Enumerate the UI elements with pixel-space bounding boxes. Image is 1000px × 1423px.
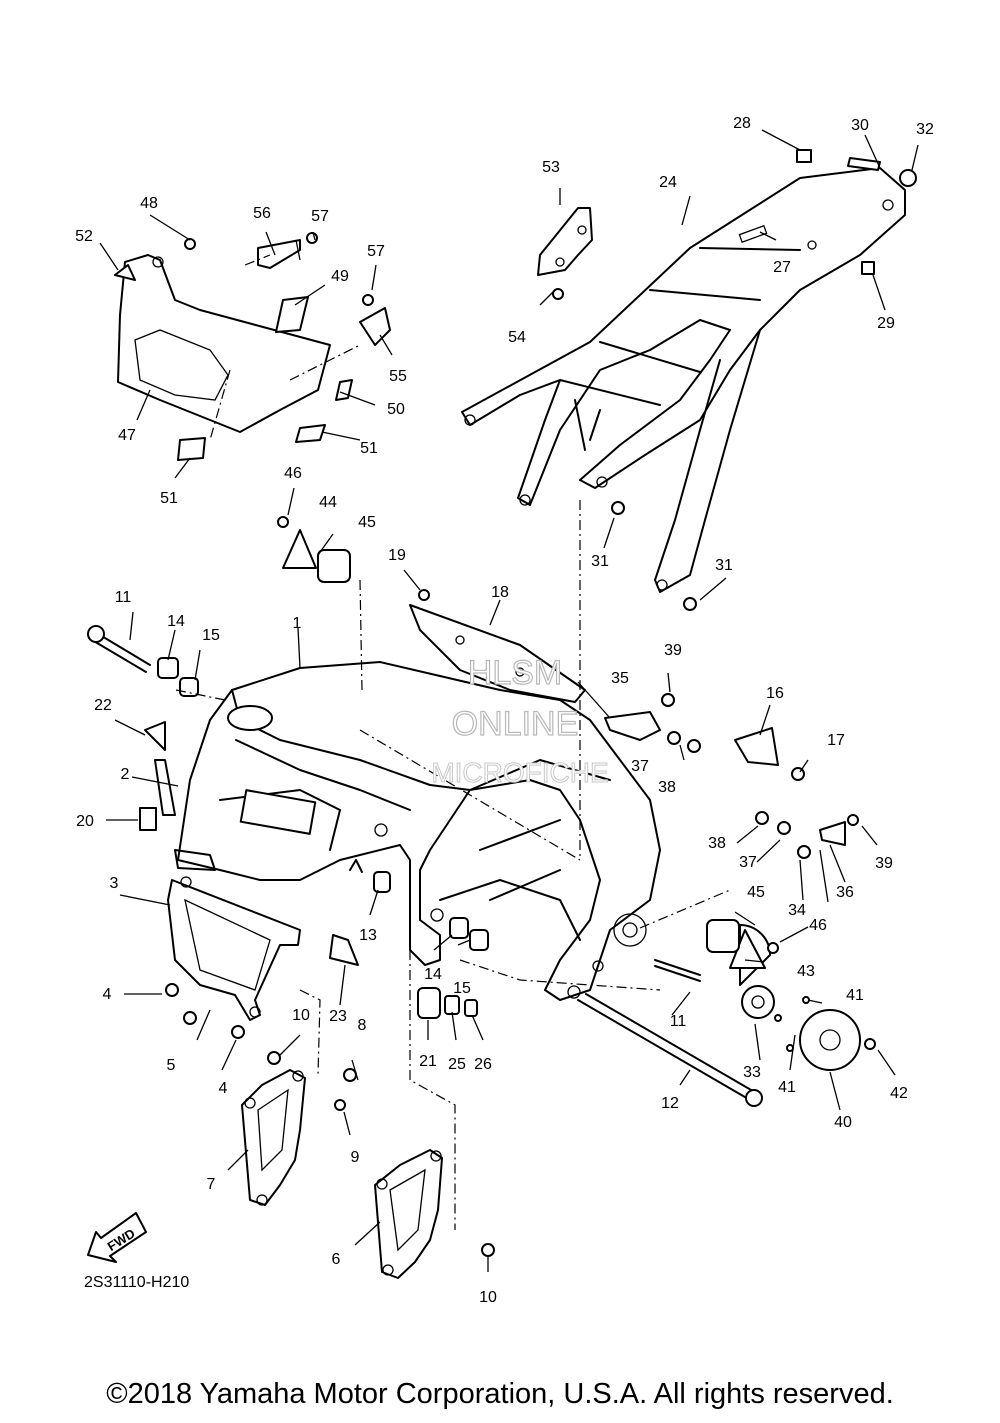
callout-10: 10 bbox=[292, 1007, 310, 1024]
callout-7: 7 bbox=[207, 1176, 216, 1193]
callout-13: 13 bbox=[359, 927, 377, 944]
callout-6: 6 bbox=[332, 1251, 341, 1268]
callout-14: 14 bbox=[167, 613, 185, 630]
callout-18: 18 bbox=[491, 584, 509, 601]
callout-44: 44 bbox=[319, 494, 337, 511]
callout-53: 53 bbox=[542, 159, 560, 176]
assembly-lines bbox=[175, 254, 731, 1230]
callout-31: 31 bbox=[715, 557, 733, 574]
callout-26: 26 bbox=[474, 1056, 492, 1073]
callout-14: 14 bbox=[424, 966, 442, 983]
callout-20: 20 bbox=[76, 813, 94, 830]
callout-17: 17 bbox=[827, 732, 845, 749]
callout-5: 5 bbox=[167, 1057, 176, 1074]
callout-30: 30 bbox=[851, 117, 869, 134]
leader-lines bbox=[99, 129, 919, 1272]
callout-54: 54 bbox=[508, 329, 526, 346]
cover-47[interactable] bbox=[117, 254, 331, 433]
rear-bracket-53[interactable] bbox=[537, 207, 593, 276]
callout-56: 56 bbox=[253, 205, 271, 222]
callout-32: 32 bbox=[916, 121, 934, 138]
callout-33: 33 bbox=[743, 1064, 761, 1081]
callout-19: 19 bbox=[388, 547, 406, 564]
plate-18[interactable] bbox=[409, 604, 586, 703]
callout-1: 1 bbox=[293, 615, 302, 632]
callout-31: 31 bbox=[591, 553, 609, 570]
callout-21: 21 bbox=[419, 1053, 437, 1070]
callout-45: 45 bbox=[747, 884, 765, 901]
callout-36: 36 bbox=[836, 884, 854, 901]
rear-subframe[interactable] bbox=[461, 167, 906, 593]
diagram-part-code: 2S31110-H210 bbox=[84, 1274, 189, 1291]
callout-42: 42 bbox=[890, 1085, 908, 1102]
bracket-6[interactable] bbox=[374, 1149, 443, 1279]
copyright-notice: ©2018 Yamaha Motor Corporation, U.S.A. A… bbox=[106, 1378, 894, 1410]
callout-38: 38 bbox=[658, 779, 676, 796]
callout-labels: 1 2 3 4 4 5 6 7 8 9 10 10 11 11 12 13 14… bbox=[75, 115, 934, 1306]
callout-4: 4 bbox=[103, 986, 112, 1003]
callout-46: 46 bbox=[809, 917, 827, 934]
callout-3: 3 bbox=[110, 875, 119, 892]
callout-46: 46 bbox=[284, 465, 302, 482]
callout-9: 9 bbox=[351, 1149, 360, 1166]
callout-48: 48 bbox=[140, 195, 158, 212]
callout-34: 34 bbox=[788, 902, 806, 919]
callout-49: 49 bbox=[331, 268, 349, 285]
callout-28: 28 bbox=[733, 115, 751, 132]
callout-51: 51 bbox=[160, 490, 178, 507]
svg-text:HLSM: HLSM bbox=[468, 654, 562, 692]
callout-15: 15 bbox=[202, 627, 220, 644]
callout-10: 10 bbox=[479, 1289, 497, 1306]
callout-23: 23 bbox=[329, 1008, 347, 1025]
callout-25: 25 bbox=[448, 1056, 466, 1073]
bracket-7[interactable] bbox=[241, 1069, 306, 1206]
callout-39: 39 bbox=[664, 642, 682, 659]
callout-8: 8 bbox=[358, 1017, 367, 1034]
callout-52: 52 bbox=[75, 228, 93, 245]
callout-47: 47 bbox=[118, 427, 136, 444]
callout-57: 57 bbox=[311, 208, 329, 225]
callout-40: 40 bbox=[834, 1114, 852, 1131]
callout-55: 55 bbox=[389, 368, 407, 385]
callout-29: 29 bbox=[877, 315, 895, 332]
callout-12: 12 bbox=[661, 1095, 679, 1112]
callout-38: 38 bbox=[708, 835, 726, 852]
bracket-3[interactable] bbox=[167, 876, 301, 1021]
callout-37: 37 bbox=[631, 758, 649, 775]
callout-11: 11 bbox=[670, 1013, 687, 1030]
bolts bbox=[165, 232, 876, 1257]
callout-39: 39 bbox=[875, 855, 893, 872]
watermark: HLSM ONLINE MICROFICHE bbox=[431, 653, 609, 788]
callout-43: 43 bbox=[797, 963, 815, 980]
callout-27: 27 bbox=[773, 259, 791, 276]
callout-4: 4 bbox=[219, 1080, 228, 1097]
callout-45: 45 bbox=[358, 514, 376, 531]
callout-15: 15 bbox=[453, 980, 471, 997]
callout-41: 41 bbox=[778, 1079, 796, 1096]
callout-22: 22 bbox=[94, 697, 112, 714]
callout-35: 35 bbox=[611, 670, 629, 687]
fwd-arrow-icon: FWD bbox=[87, 1212, 147, 1263]
callout-57: 57 bbox=[367, 243, 385, 260]
callout-11: 11 bbox=[115, 589, 132, 606]
callout-24: 24 bbox=[659, 174, 677, 191]
svg-text:ONLINE: ONLINE bbox=[452, 705, 579, 743]
svg-text:MICROFICHE: MICROFICHE bbox=[431, 757, 608, 788]
small-parts bbox=[87, 149, 917, 1107]
callout-37: 37 bbox=[739, 854, 757, 871]
callout-51: 51 bbox=[360, 440, 378, 457]
callout-41: 41 bbox=[846, 987, 864, 1004]
callout-16: 16 bbox=[766, 685, 784, 702]
callout-50: 50 bbox=[387, 401, 405, 418]
callout-2: 2 bbox=[121, 766, 130, 783]
